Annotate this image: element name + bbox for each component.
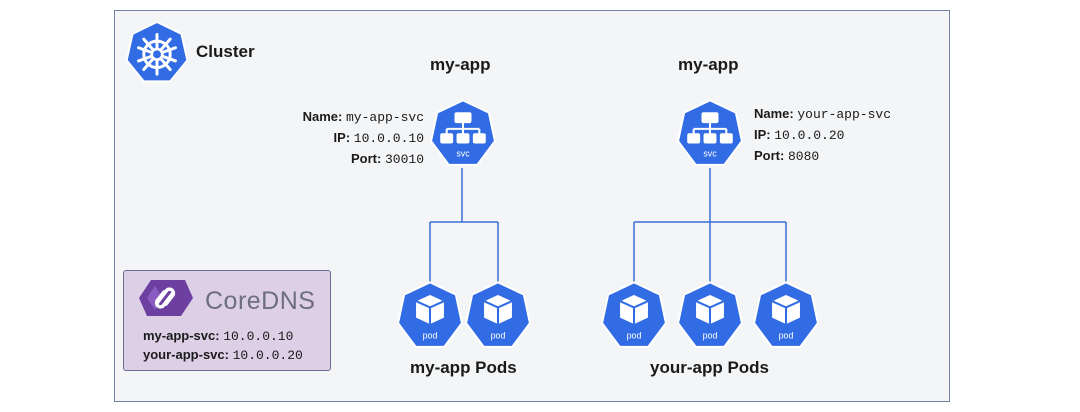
- left-name-key: Name:: [302, 109, 343, 124]
- dns-record-1: my-app-svc: 10.0.0.10: [143, 328, 293, 344]
- left-pod-label-2: pod: [491, 331, 506, 341]
- coredns-name: CoreDNS: [205, 287, 316, 315]
- coredns-logo-icon: [133, 276, 197, 320]
- left-port-value: 30010: [384, 152, 424, 167]
- right-pods-label: your-app Pods: [650, 358, 770, 377]
- right-ip-key: IP:: [754, 127, 771, 142]
- left-svc-icon: svc: [429, 98, 497, 172]
- left-service-title: my-app: [430, 55, 491, 74]
- right-name-key: Name:: [754, 106, 794, 121]
- dns-record-1-key: my-app-svc:: [143, 328, 220, 343]
- right-pod-icon-3: pod: [752, 280, 820, 354]
- right-pod-label-1: pod: [627, 331, 642, 341]
- left-name-value: my-app-svc: [345, 110, 424, 125]
- dns-record-2: your-app-svc: 10.0.0.20: [143, 347, 303, 363]
- dns-record-1-value: 10.0.0.10: [223, 329, 294, 344]
- right-pod-label-2: pod: [703, 331, 718, 341]
- right-pod-label-3: pod: [779, 331, 794, 341]
- left-pod-icon-1: pod: [396, 280, 464, 354]
- right-svc-icon-label: svc: [703, 149, 717, 159]
- right-ip-value: 10.0.0.20: [774, 128, 845, 143]
- kubernetes-helm-icon: [124, 20, 190, 86]
- left-port-key: Port:: [351, 151, 382, 166]
- right-service-title: my-app: [678, 55, 739, 74]
- right-port-key: Port:: [754, 148, 785, 163]
- left-pod-label-1: pod: [423, 331, 438, 341]
- dns-record-2-key: your-app-svc:: [143, 347, 229, 362]
- left-service-info: Name: my-app-svc IP: 10.0.0.10 Port: 300…: [276, 107, 424, 170]
- right-name-value: your-app-svc: [797, 107, 891, 122]
- dns-record-2-value: 10.0.0.20: [232, 348, 303, 363]
- right-svc-icon: svc: [676, 98, 744, 172]
- right-pod-icon-2: pod: [676, 280, 744, 354]
- right-port-value: 8080: [787, 149, 820, 164]
- left-svc-icon-label: svc: [456, 149, 470, 159]
- cluster-label: Cluster: [196, 42, 255, 61]
- left-ip-value: 10.0.0.10: [353, 131, 424, 146]
- right-pod-icon-1: pod: [600, 280, 668, 354]
- left-pod-icon-2: pod: [464, 280, 532, 354]
- right-service-info: Name: your-app-svc IP: 10.0.0.20 Port: 8…: [754, 104, 891, 167]
- left-pods-label: my-app Pods: [410, 358, 517, 377]
- left-ip-key: IP:: [333, 130, 351, 145]
